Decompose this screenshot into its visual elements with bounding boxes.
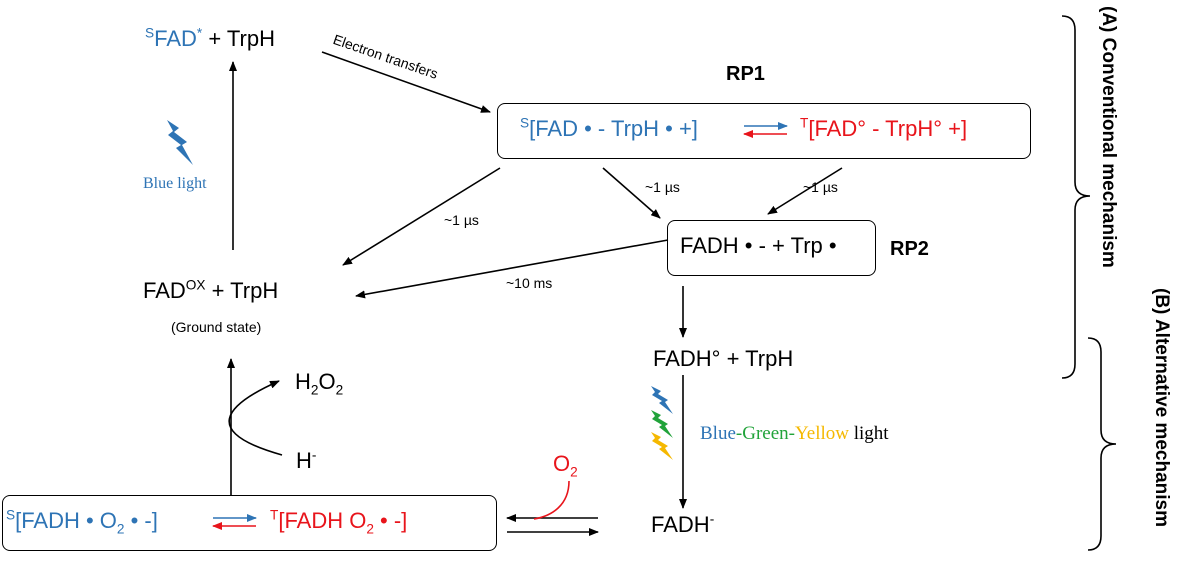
time-label-rp1-rp2-left: ~1 µs [645, 179, 680, 195]
rp1-triplet-pair: T[FAD° - TrpH° +] [800, 115, 968, 141]
rp2-label: RP2 [890, 238, 929, 260]
fadh-radical-node: FADH° + TrpH [653, 346, 794, 371]
ground-state-node: FADOX + TrpH [143, 277, 279, 303]
time-label-rp2-ground: ~10 ms [506, 275, 553, 291]
time-label-rp1-rp2-right: ~1 µs [803, 179, 838, 195]
alt-singlet-pair: S[FADH • O2 • -] [6, 507, 158, 537]
conventional-mechanism-label: (A) Conventional mechanism [1098, 6, 1119, 268]
blue-light-label: Blue light [143, 175, 207, 192]
rp1-singlet-pair: S[FAD • - TrpH • +] [520, 115, 698, 141]
ground-state-caption: (Ground state) [171, 319, 262, 335]
spectrum-light-label: Blue-Green-Yellow light [700, 423, 889, 444]
alternative-pair-box [2, 495, 497, 551]
lightning-bolt-icon [651, 386, 673, 460]
fadh-minus-node: FADH- [651, 511, 715, 537]
excited-fad-node: SFAD* + TrpH [145, 25, 275, 51]
electron-transfer-arrow [321, 51, 491, 113]
alternative-brace [1087, 337, 1117, 551]
hydride-node: H- [296, 447, 317, 473]
lightning-bolt-icon [167, 120, 193, 165]
rp1-to-rp2-arrow-left [602, 167, 661, 219]
alt-triplet-pair: T[FADH O2 • -] [270, 507, 408, 537]
alternative-mechanism-label: (B) Alternative mechanism [1151, 288, 1172, 527]
peroxide-curve [228, 380, 283, 456]
rp2-box [667, 220, 876, 276]
time-label-rp1-ground: ~1 µs [444, 212, 479, 228]
rp1-to-rp2-arrow-right [767, 167, 843, 215]
hydrogen-peroxide-node: H2O2 [295, 369, 344, 398]
rp1-box [497, 103, 1031, 159]
conventional-brace [1061, 15, 1091, 379]
oxygen-curve [533, 480, 570, 520]
rp2-pair: FADH • - + Trp • [680, 233, 837, 258]
oxygen-node: O2 [553, 451, 578, 480]
rp2-to-ground-arrow [355, 239, 669, 299]
rp1-label: RP1 [726, 63, 765, 85]
rp1-to-ground-arrow [342, 167, 501, 266]
